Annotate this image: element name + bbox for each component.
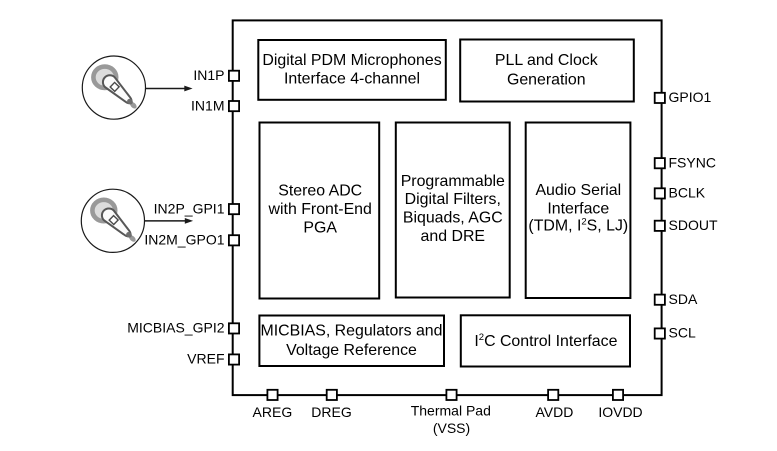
svg-text:Digital Filters,: Digital Filters, <box>405 191 501 208</box>
svg-text:(TDM, I2S, LJ): (TDM, I2S, LJ) <box>528 217 628 235</box>
svg-text:Programmable: Programmable <box>401 173 505 190</box>
svg-text:MICBIAS, Regulators and: MICBIAS, Regulators and <box>261 322 443 339</box>
svg-text:IN1P: IN1P <box>193 67 224 83</box>
svg-text:Generation: Generation <box>507 72 586 89</box>
svg-text:FSYNC: FSYNC <box>669 154 716 170</box>
svg-text:Stereo ADC: Stereo ADC <box>278 183 362 200</box>
svg-text:Biquads, AGC: Biquads, AGC <box>403 210 503 227</box>
svg-text:AVDD: AVDD <box>535 404 573 420</box>
svg-text:and DRE: and DRE <box>421 228 485 245</box>
svg-text:SDOUT: SDOUT <box>669 217 718 233</box>
svg-text:VREF: VREF <box>187 351 224 367</box>
svg-text:Voltage Reference: Voltage Reference <box>286 342 417 359</box>
svg-text:SCL: SCL <box>669 325 696 341</box>
svg-text:Thermal Pad: Thermal Pad <box>411 403 491 419</box>
svg-text:SDA: SDA <box>669 291 698 307</box>
svg-text:IOVDD: IOVDD <box>598 404 642 420</box>
svg-text:IN2P_GPI1: IN2P_GPI1 <box>154 200 225 216</box>
svg-text:DREG: DREG <box>311 404 351 420</box>
svg-text:IN1M: IN1M <box>191 97 224 113</box>
svg-text:IN2M_GPO1: IN2M_GPO1 <box>144 232 224 248</box>
svg-text:Digital PDM Microphones: Digital PDM Microphones <box>262 52 441 69</box>
svg-text:Audio Serial: Audio Serial <box>535 182 621 199</box>
svg-text:Interface 4-channel: Interface 4-channel <box>284 71 420 88</box>
svg-text:BCLK: BCLK <box>669 185 706 201</box>
svg-text:AREG: AREG <box>253 404 293 420</box>
svg-text:PLL and Clock: PLL and Clock <box>495 52 598 69</box>
svg-text:(VSS): (VSS) <box>433 420 470 436</box>
svg-text:MICBIAS_GPI2: MICBIAS_GPI2 <box>127 320 224 336</box>
svg-text:with Front-End: with Front-End <box>268 201 372 218</box>
svg-text:GPIO1: GPIO1 <box>669 89 712 105</box>
svg-text:Interface: Interface <box>547 201 609 218</box>
svg-text:I2C Control Interface: I2C Control Interface <box>474 332 617 350</box>
svg-text:PGA: PGA <box>303 220 337 237</box>
